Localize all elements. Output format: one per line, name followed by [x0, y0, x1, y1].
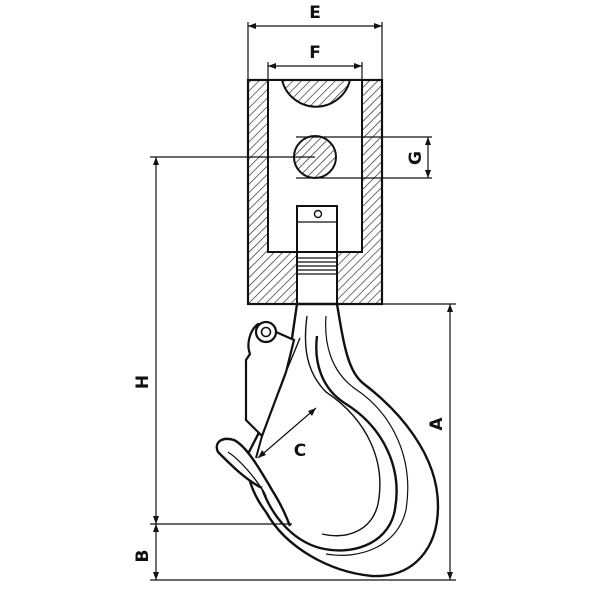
- label-b: B: [133, 550, 153, 563]
- label-h: H: [133, 375, 153, 389]
- shank-thread: [296, 251, 338, 305]
- swivel-housing: [246, 78, 384, 306]
- label-f: F: [309, 43, 321, 63]
- hook-body: [215, 302, 440, 578]
- label-e: E: [309, 3, 321, 23]
- dimension-lines: [150, 22, 456, 581]
- label-c: C: [294, 441, 306, 461]
- label-a: A: [427, 417, 447, 431]
- safety-latch: [244, 320, 301, 459]
- label-g: G: [406, 151, 426, 165]
